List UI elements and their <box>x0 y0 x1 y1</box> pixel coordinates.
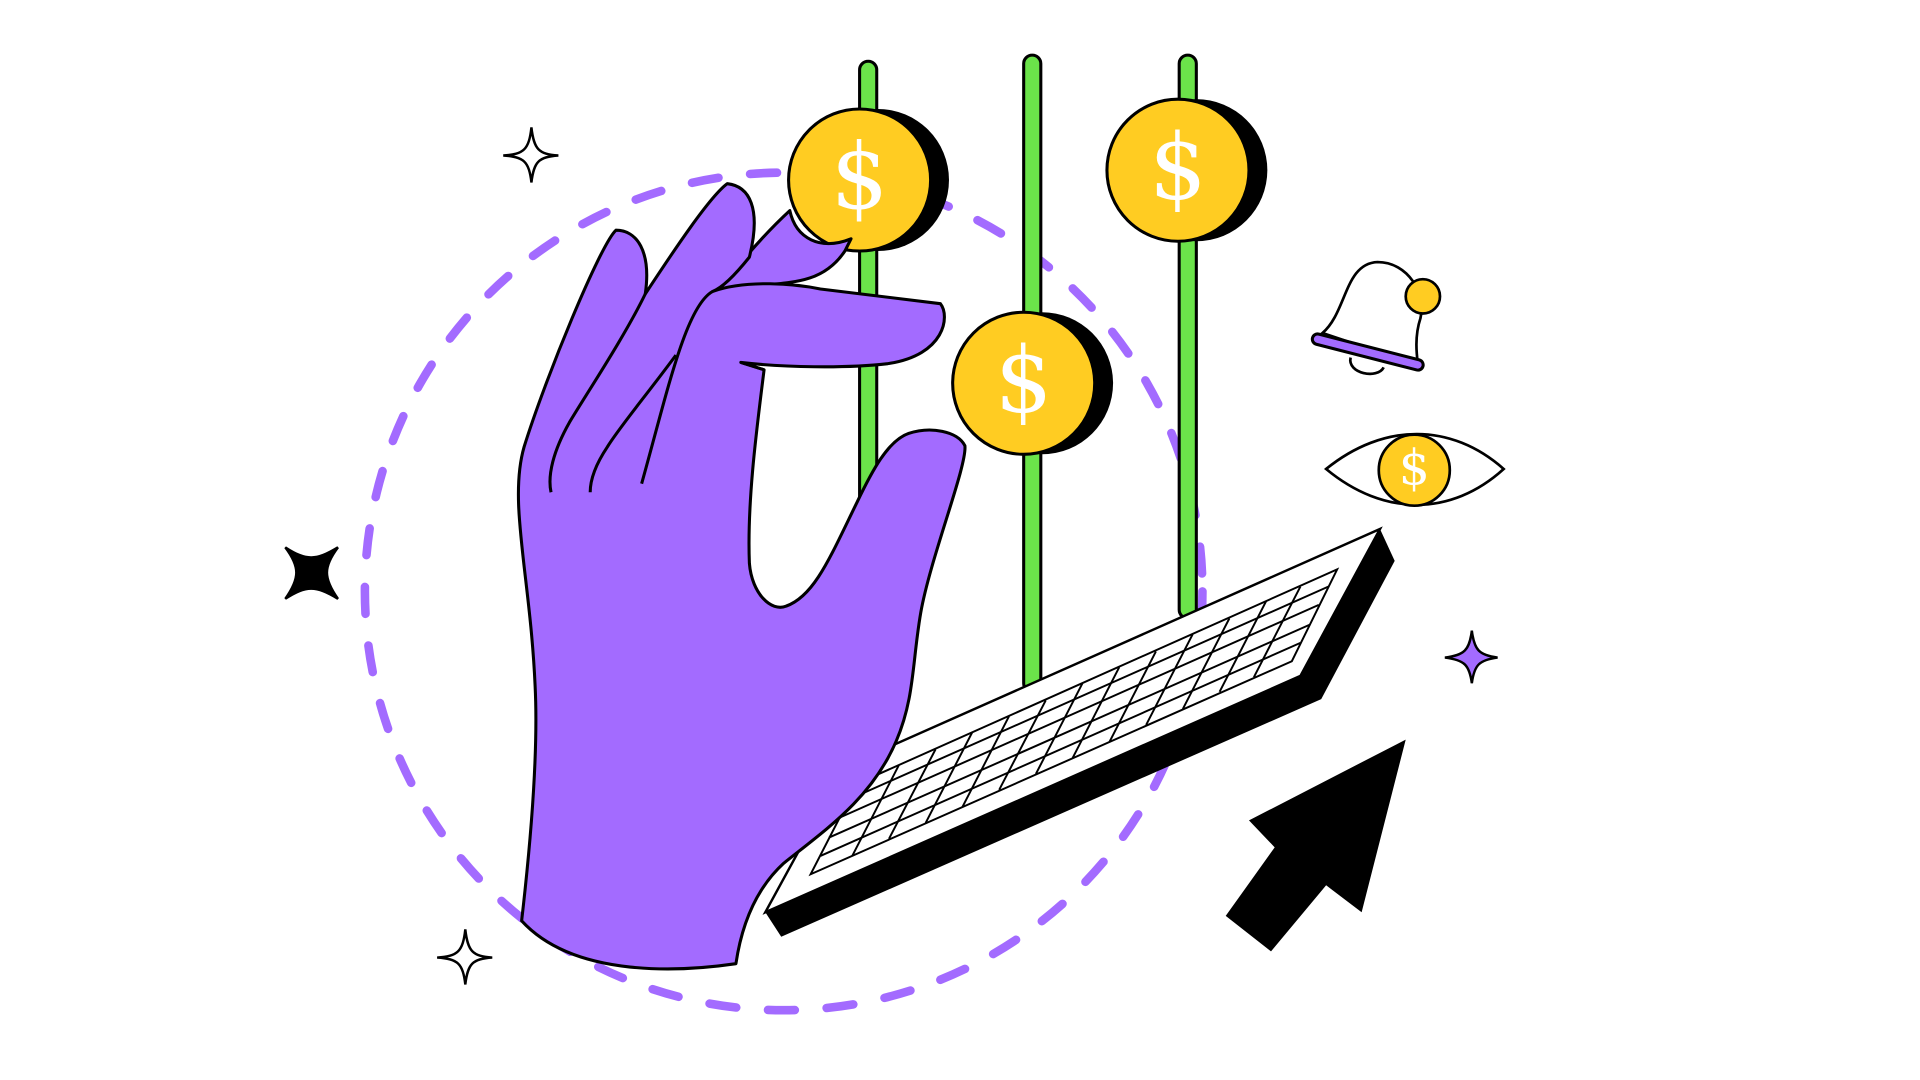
sparkle-icon <box>503 127 559 183</box>
dollar-sign-icon: $ <box>1399 439 1430 496</box>
coin-1: $ <box>787 107 949 253</box>
sparkle-icon <box>1444 630 1498 684</box>
dollar-sign-icon: $ <box>995 328 1053 433</box>
coin-2[interactable]: $ <box>951 310 1114 456</box>
sparkle-icons <box>284 127 1498 985</box>
keyboard-keys <box>808 567 1340 877</box>
bell-icon <box>1310 260 1442 376</box>
dollar-sign-icon: $ <box>831 125 889 230</box>
dashed-orbit-circle <box>360 168 1207 1015</box>
coin-3[interactable]: $ <box>1105 97 1268 243</box>
sparkle-icon <box>284 546 339 600</box>
eye-icon: $ <box>1323 432 1506 508</box>
purple-hand <box>516 182 967 971</box>
cursor-arrow-icon <box>1225 739 1406 952</box>
dollar-sign-icon: $ <box>1149 115 1207 220</box>
sparkle-icon <box>437 929 493 985</box>
keyboard <box>762 526 1395 937</box>
